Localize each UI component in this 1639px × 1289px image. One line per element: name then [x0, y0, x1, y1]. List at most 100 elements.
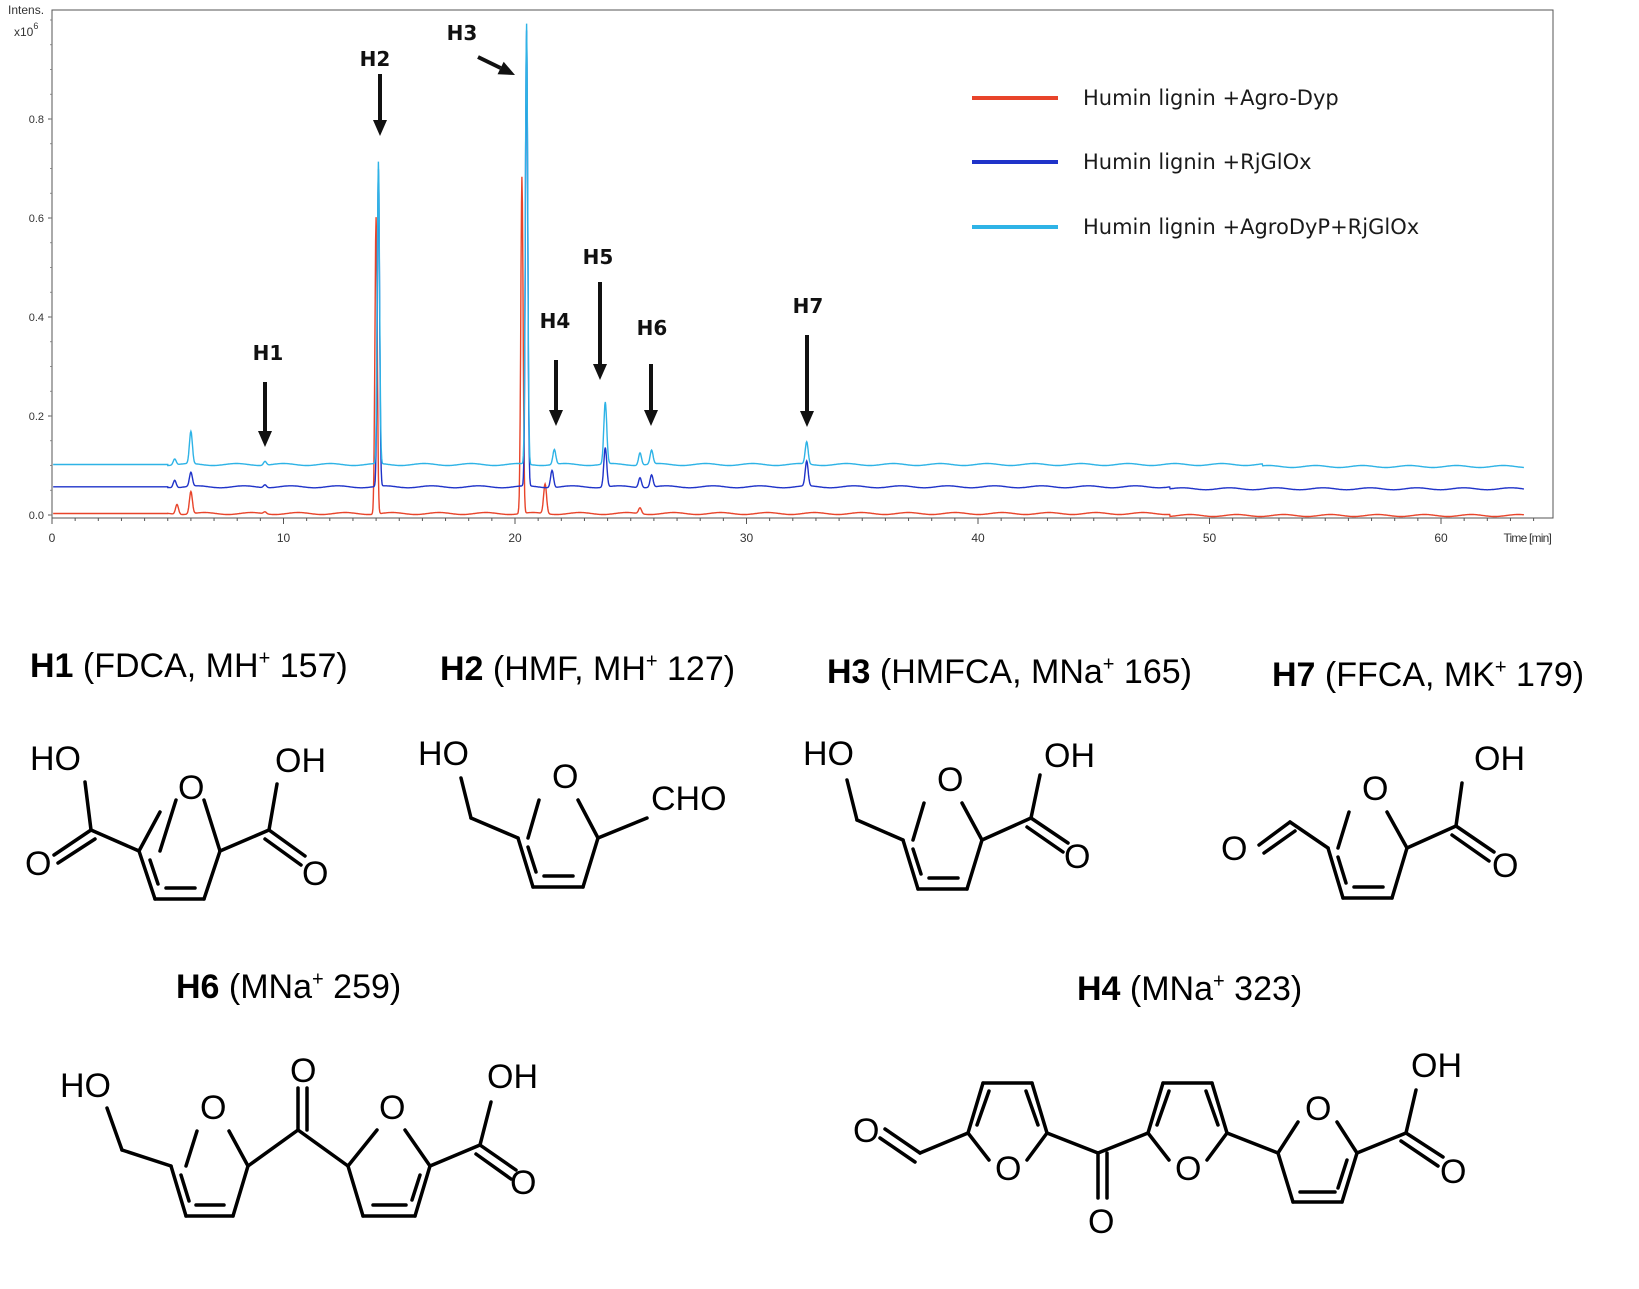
h4-ring1-oxygen: O	[995, 1150, 1021, 1188]
h6-ring2-oxygen: O	[379, 1089, 405, 1127]
structure-h4: O O O O O OH O	[853, 1047, 1466, 1241]
caption-h1: H1 (FDCA, MH+ 157)	[30, 647, 348, 686]
caption-h1-id: H1	[30, 647, 74, 685]
caption-h2: H2 (HMF, MH+ 127)	[440, 650, 735, 689]
peak-arrow-h3	[477, 55, 502, 70]
h2-cho-label: CHO	[651, 780, 727, 818]
caption-h6-mass: 259)	[323, 968, 402, 1006]
h3-oh-label: OH	[1044, 737, 1095, 775]
h3-carbonyl-o: O	[1064, 838, 1090, 876]
x-tick-label: 50	[1203, 531, 1217, 545]
y-tick-label: 0.2	[29, 411, 44, 423]
h6-ketone-o: O	[290, 1052, 316, 1090]
legend-label-1: Humin lignin +Agro-Dyp	[1083, 86, 1339, 110]
caption-h3-desc: (HMFCA, MNa	[870, 653, 1103, 691]
caption-h4-id: H4	[1077, 970, 1121, 1008]
h4-ketone-o: O	[1088, 1203, 1114, 1241]
caption-h6: H6 (MNa+ 259)	[176, 968, 401, 1007]
structures-panel: H1 (FDCA, MH+ 157) H2 (HMF, MH+ 127) H3 …	[0, 600, 1639, 1289]
y-tick-label: 0.6	[29, 213, 44, 225]
h1-ring-oxygen: O	[178, 769, 204, 807]
legend-label-2: Humin lignin +RjGlOx	[1083, 150, 1312, 174]
peak-arrowhead-h2	[373, 120, 387, 136]
y-axis-unit: x106	[14, 21, 38, 39]
h1-carbonyl-o-right: O	[302, 855, 328, 893]
caption-h3-ion: +	[1102, 653, 1115, 676]
h4-ring2-oxygen: O	[1175, 1150, 1201, 1188]
peak-label-h2: H2	[360, 47, 391, 71]
h3-ring-oxygen: O	[937, 761, 963, 799]
h7-oh-label: OH	[1474, 740, 1525, 778]
series-line-3	[53, 23, 1524, 469]
caption-h1-desc: (FDCA, MH	[73, 647, 259, 685]
h7-aldehyde-o: O	[1221, 830, 1247, 868]
caption-h7: H7 (FFCA, MK+ 179)	[1272, 656, 1584, 695]
plot-frame	[51, 9, 1554, 519]
peak-arrowhead-h3	[497, 61, 515, 75]
structures-svg: O HO OH O O O HO CHO	[25, 735, 1525, 1241]
caption-h1-ion: +	[258, 647, 271, 670]
peak-label-h7: H7	[793, 294, 824, 318]
structure-h6: O O O HO OH O	[60, 1052, 538, 1218]
y-tick-label: 0.8	[29, 114, 44, 126]
h1-ho-label: HO	[30, 740, 81, 778]
caption-h2-desc: (HMF, MH	[483, 650, 646, 688]
structure-h3: O HO OH O	[803, 735, 1095, 891]
peak-arrowhead-h6	[644, 410, 658, 426]
h6-ho-label: HO	[60, 1067, 111, 1105]
peak-arrowhead-h5	[593, 364, 607, 380]
caption-h2-ion: +	[645, 650, 658, 673]
x-axis-label: Time [min]	[1503, 531, 1551, 545]
x-tick-label: 40	[971, 531, 985, 545]
h4-aldehyde-o: O	[853, 1112, 879, 1150]
h4-oh-label: OH	[1411, 1047, 1462, 1085]
peak-label-h6: H6	[637, 316, 668, 340]
peak-label-h5: H5	[583, 245, 614, 269]
caption-h7-id: H7	[1272, 656, 1316, 694]
series-line-2	[53, 30, 1524, 491]
caption-h7-desc: (FFCA, MK	[1315, 656, 1495, 694]
peak-arrowhead-h7	[800, 411, 814, 427]
peak-label-h4: H4	[540, 309, 571, 333]
h6-acid-o: O	[510, 1164, 536, 1202]
x-tick-label: 10	[277, 531, 291, 545]
peak-label-h1: H1	[253, 341, 284, 365]
legend-label-3: Humin lignin +AgroDyP+RjGlOx	[1083, 215, 1419, 239]
h6-ring1-oxygen: O	[200, 1089, 226, 1127]
x-tick-label: 20	[508, 531, 522, 545]
x-tick-label: 60	[1434, 531, 1448, 545]
peak-label-h3: H3	[447, 21, 478, 45]
caption-h3-mass: 165)	[1114, 653, 1192, 691]
x-tick-label: 30	[740, 531, 754, 545]
h1-oh-label: OH	[275, 742, 326, 780]
y-tick-label: 0.0	[29, 510, 44, 522]
caption-h2-mass: 127)	[657, 650, 736, 688]
h4-ring3-oxygen: O	[1305, 1090, 1331, 1128]
series-line-1	[53, 176, 1525, 518]
peak-arrowhead-h1	[258, 431, 272, 447]
h4-acid-o: O	[1440, 1153, 1466, 1191]
y-tick-label: 0.4	[29, 312, 44, 324]
y-axis-label: Intens.	[8, 3, 44, 17]
caption-h3: H3 (HMFCA, MNa+ 165)	[827, 653, 1192, 692]
caption-h7-mass: 179)	[1506, 656, 1585, 694]
caption-h6-ion: +	[312, 968, 324, 991]
caption-h6-id: H6	[176, 968, 220, 1006]
structure-h2: O HO CHO	[418, 735, 727, 889]
h7-ring-oxygen: O	[1362, 770, 1388, 808]
caption-h4-ion: +	[1213, 970, 1225, 993]
caption-h7-ion: +	[1494, 656, 1507, 679]
caption-h3-id: H3	[827, 653, 871, 691]
caption-h4-mass: 323)	[1224, 970, 1303, 1008]
caption-h4: H4 (MNa+ 323)	[1077, 970, 1302, 1009]
structure-h1: O HO OH O O	[25, 740, 328, 901]
peak-arrowhead-h4	[549, 410, 563, 426]
h2-ho-label: HO	[418, 735, 469, 773]
structure-h7: O O OH O	[1221, 740, 1525, 900]
h3-ho-label: HO	[803, 735, 854, 773]
caption-h4-desc: (MNa	[1120, 970, 1214, 1008]
h7-carbonyl-o: O	[1492, 847, 1518, 885]
caption-h6-desc: (MNa	[219, 968, 313, 1006]
caption-h1-mass: 157)	[270, 647, 348, 685]
